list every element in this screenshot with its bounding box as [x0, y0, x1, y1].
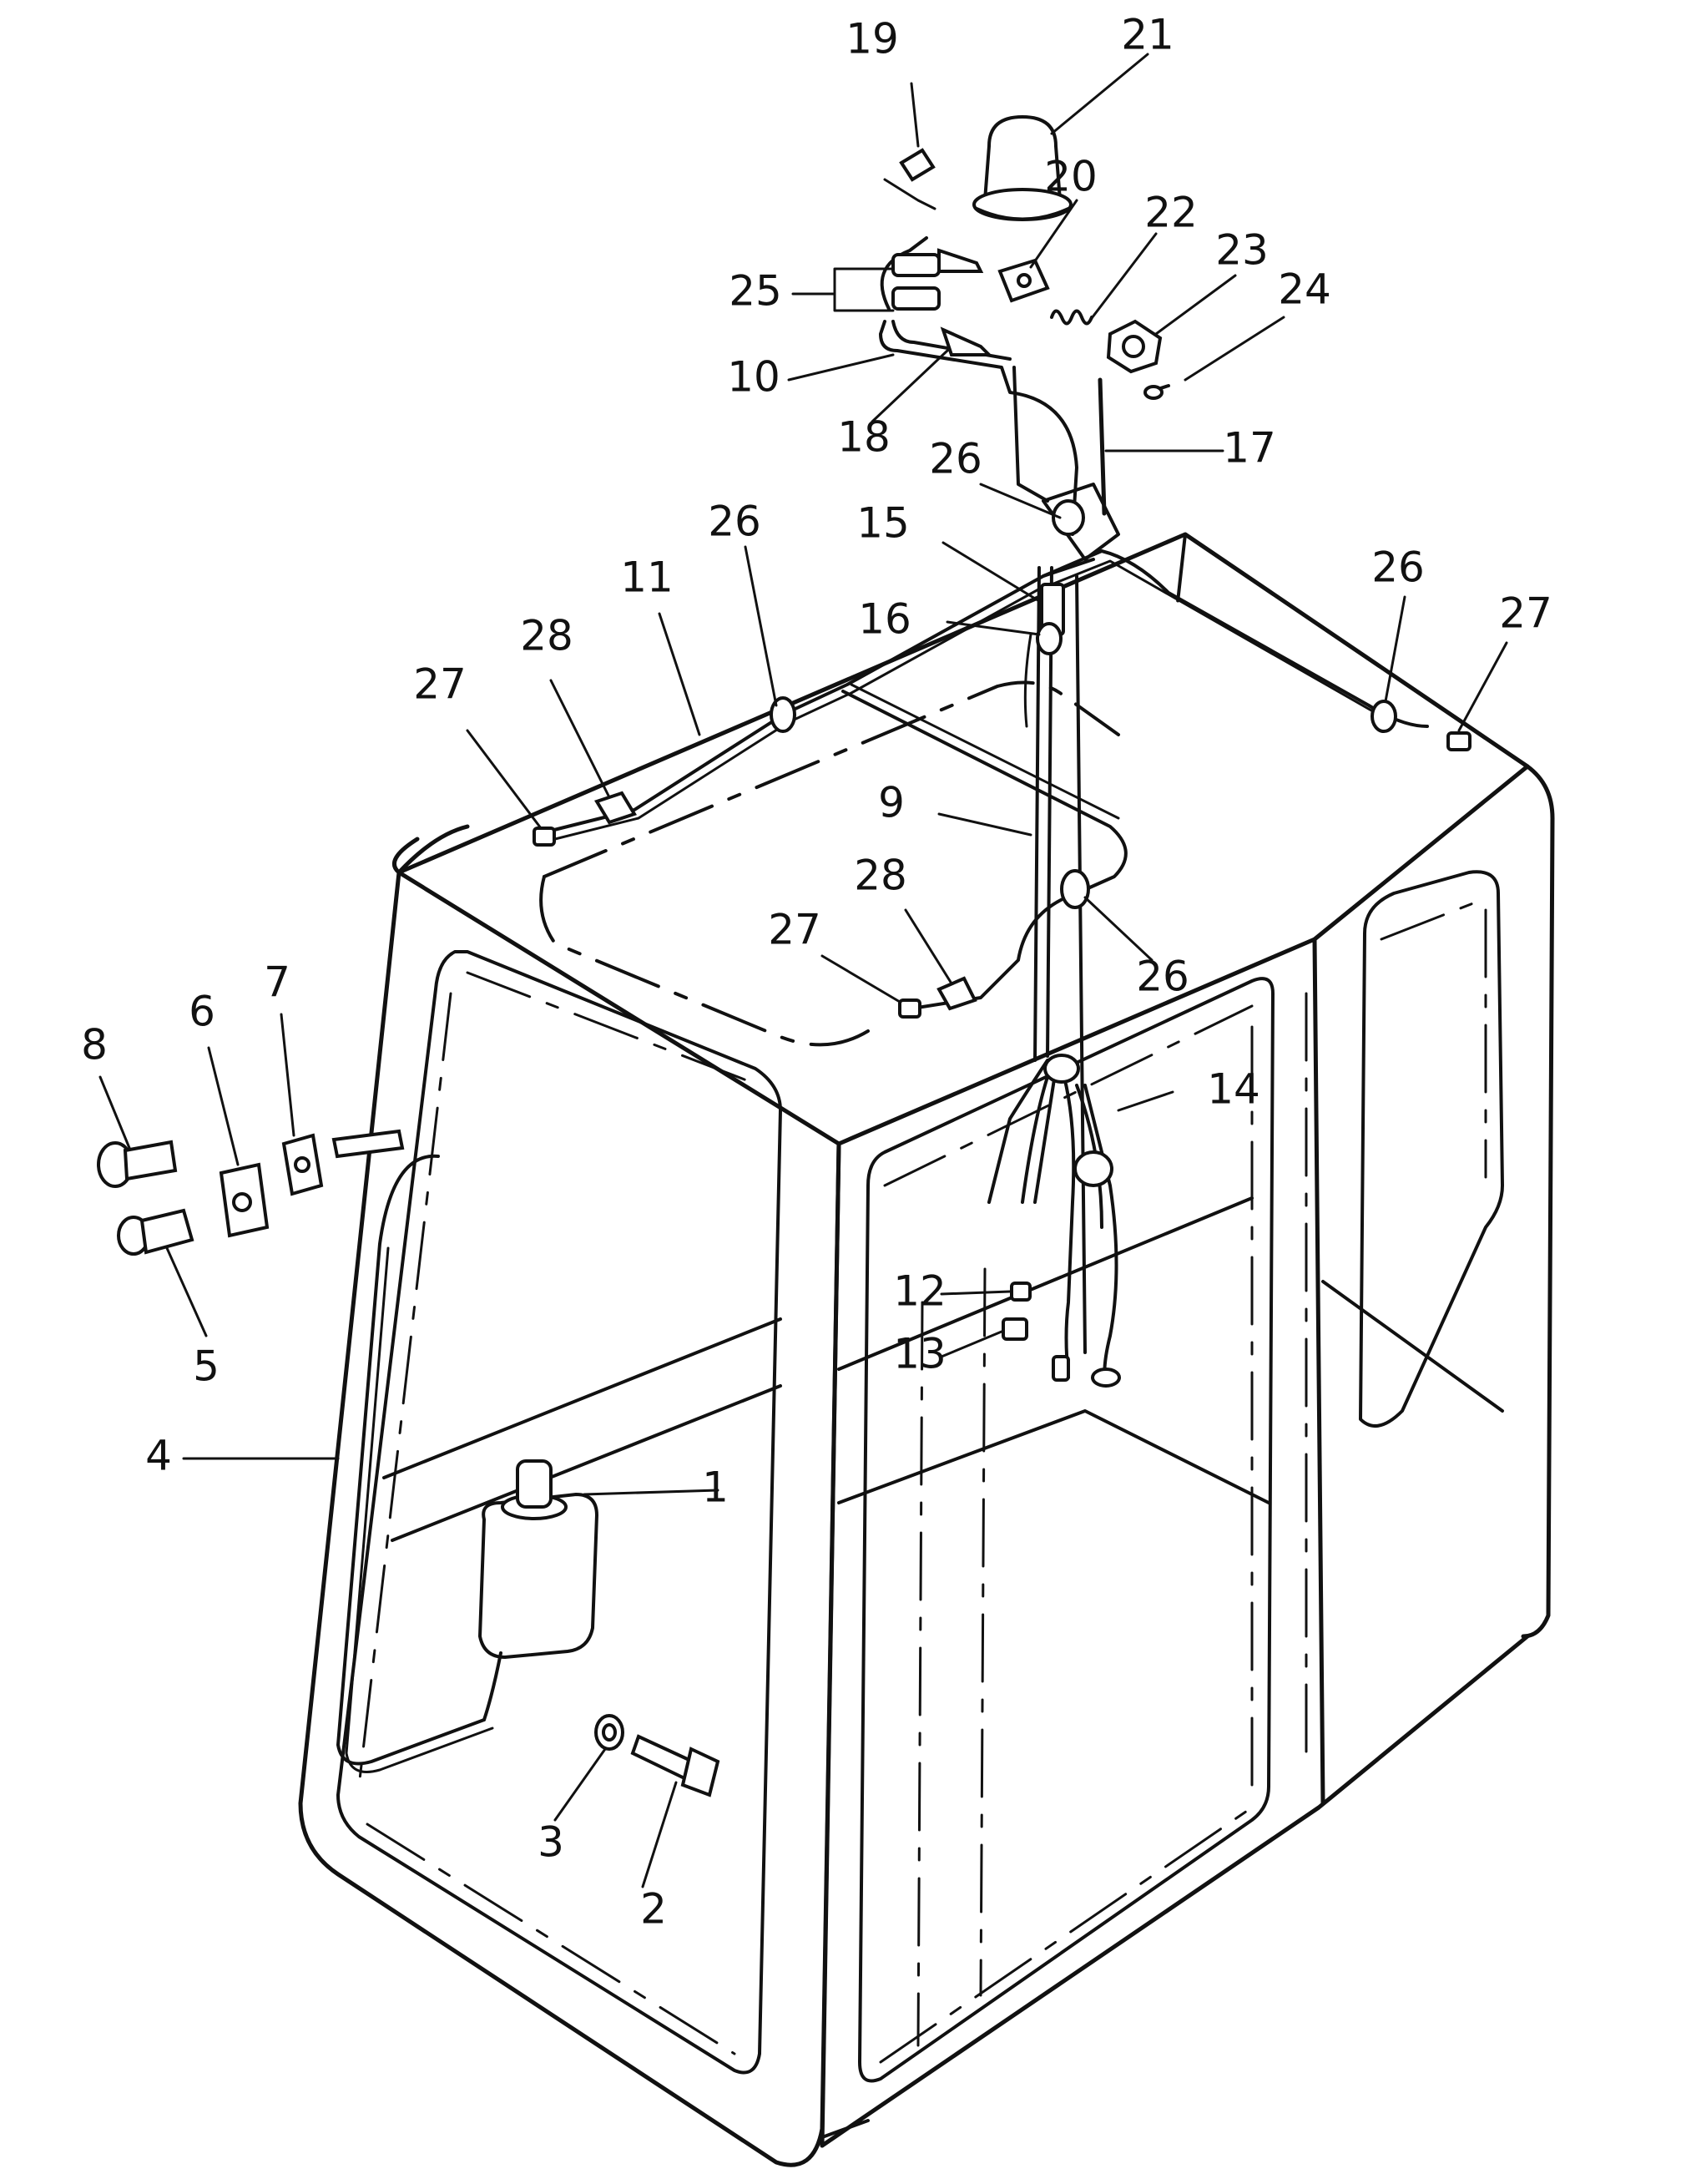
callout-23: 23	[1215, 226, 1269, 275]
callout-14: 14	[1207, 1065, 1260, 1114]
cab-frame	[298, 532, 1555, 2167]
callout-12: 12	[893, 1267, 947, 1316]
beacon-lamp	[972, 114, 1073, 221]
callout-20: 20	[1044, 153, 1098, 201]
end-connectors	[533, 731, 1472, 1019]
nozzle	[97, 1140, 178, 1188]
junction-connector	[1043, 1054, 1113, 1187]
small-connectors	[1002, 1282, 1121, 1388]
nozzle-body	[117, 1208, 194, 1256]
callout-27c: 27	[1499, 589, 1552, 638]
callout-10: 10	[727, 353, 780, 402]
nozzle-stub	[331, 1129, 405, 1159]
callout-15: 15	[856, 499, 910, 548]
lock-nut	[1106, 319, 1163, 374]
callout-16: 16	[858, 595, 911, 644]
cotter-pin	[1143, 384, 1170, 400]
callout-9: 9	[878, 779, 905, 827]
hex-bolt	[630, 1734, 720, 1797]
square-plate	[997, 258, 1050, 303]
callout-19: 19	[846, 15, 899, 63]
callout-8: 8	[81, 1021, 108, 1069]
harness-clips	[770, 499, 1397, 909]
nozzle-bracket	[219, 1162, 270, 1238]
callout-labels: 1 2 3 4 5 6 7 8 9 10 11 12 13 14 15 16 1…	[81, 11, 1552, 1934]
washer-hose	[336, 1154, 494, 1773]
callout-26a: 26	[708, 498, 761, 546]
wiring-harness	[533, 236, 1429, 1388]
leader-lines	[98, 53, 1508, 1888]
callout-27a: 27	[413, 660, 467, 709]
callout-17: 17	[1223, 424, 1276, 473]
washer-tank	[477, 1459, 599, 1721]
relay-box	[1036, 583, 1065, 655]
pin	[883, 148, 936, 210]
washer	[594, 1714, 624, 1751]
callout-26c: 26	[1136, 953, 1189, 1001]
callout-6: 6	[189, 988, 215, 1036]
callout-7: 7	[264, 958, 290, 1007]
callout-2: 2	[640, 1885, 667, 1934]
callout-28b: 28	[854, 852, 907, 900]
callout-21: 21	[1121, 11, 1174, 59]
gasket	[281, 1133, 324, 1196]
callout-26b: 26	[929, 435, 982, 483]
mount-clamps	[891, 248, 993, 356]
callout-24: 24	[1278, 265, 1331, 314]
callout-3: 3	[538, 1818, 564, 1867]
callout-28a: 28	[520, 612, 573, 660]
callout-18: 18	[837, 413, 891, 462]
callout-22: 22	[1144, 189, 1198, 237]
callout-5: 5	[193, 1342, 220, 1391]
spring-washer	[1050, 309, 1093, 326]
callout-13: 13	[893, 1330, 947, 1378]
callout-4: 4	[145, 1432, 172, 1480]
callout-26d: 26	[1371, 543, 1425, 592]
callout-27b: 27	[768, 906, 821, 954]
callout-11: 11	[620, 554, 674, 602]
callout-1: 1	[702, 1464, 729, 1512]
callout-25: 25	[729, 267, 782, 316]
harness-clamps	[594, 791, 977, 1011]
